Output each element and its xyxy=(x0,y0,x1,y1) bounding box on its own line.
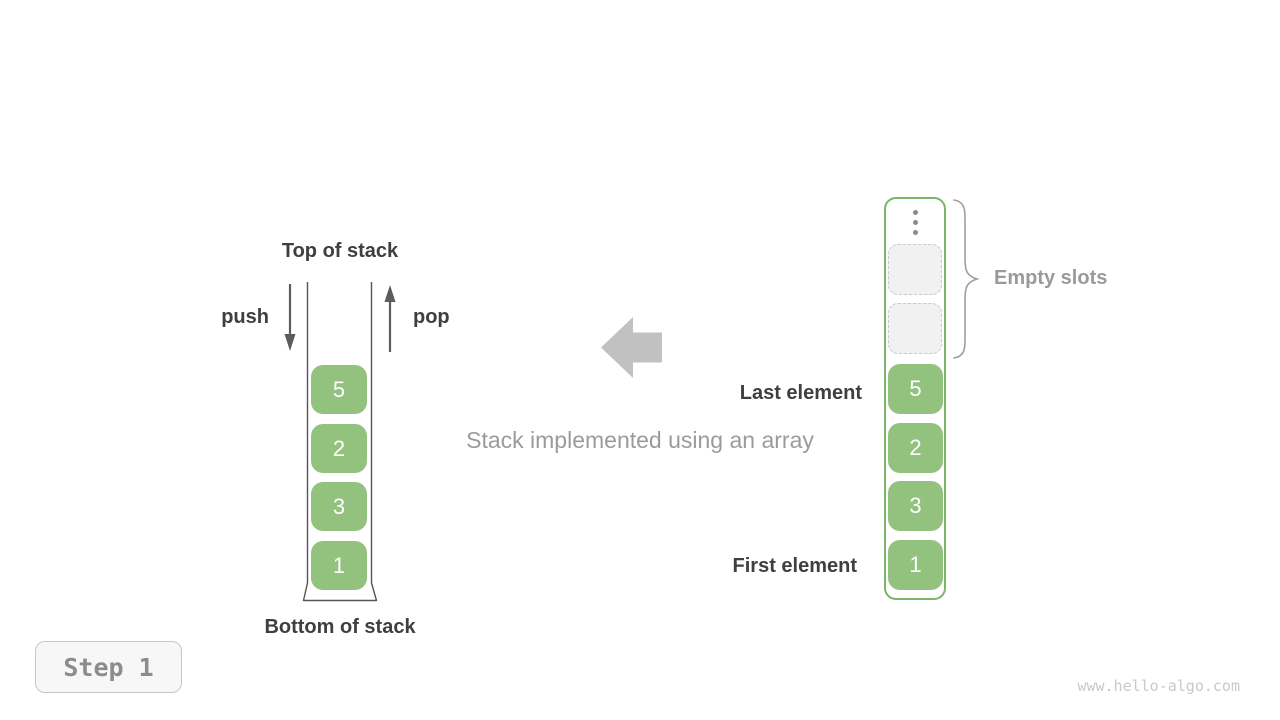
push-label: push xyxy=(221,306,269,328)
step-badge: Step 1 xyxy=(35,641,182,693)
array-element: 2 xyxy=(888,423,943,473)
stack-element: 2 xyxy=(311,424,367,473)
top-of-stack-label: Top of stack xyxy=(281,240,399,262)
figure-caption: Stack implemented using an array xyxy=(466,427,814,453)
stack-container-outline xyxy=(302,282,378,602)
left-block-arrow-icon xyxy=(601,317,662,378)
pop-up-arrow-icon xyxy=(384,285,396,352)
empty-slots-label: Empty slots xyxy=(994,267,1108,289)
pop-label: pop xyxy=(413,306,450,328)
curly-brace-icon xyxy=(953,199,980,359)
array-element: 3 xyxy=(888,481,943,531)
first-element-label: First element xyxy=(732,555,857,577)
last-element-label: Last element xyxy=(739,382,862,404)
stack-element: 5 xyxy=(311,365,367,414)
empty-slot xyxy=(888,244,942,295)
watermark: www.hello-algo.com xyxy=(1077,677,1240,695)
bottom-of-stack-label: Bottom of stack xyxy=(264,616,416,638)
array-element: 1 xyxy=(888,540,943,590)
empty-slot xyxy=(888,303,942,354)
stack-element: 1 xyxy=(311,541,367,590)
array-element: 5 xyxy=(888,364,943,414)
push-down-arrow-icon xyxy=(284,284,296,351)
stack-element: 3 xyxy=(311,482,367,531)
